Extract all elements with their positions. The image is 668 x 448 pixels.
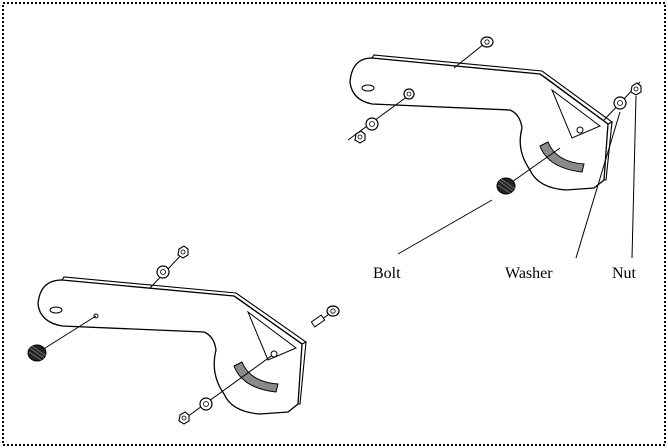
lower-bottom-hardware bbox=[178, 350, 278, 425]
washer-leader-line bbox=[575, 111, 621, 259]
lower-knob-bolt-icon bbox=[27, 315, 97, 362]
upper-bracket-plate bbox=[349, 57, 609, 191]
lower-right-bolt-icon bbox=[310, 305, 340, 328]
lower-top-hardware bbox=[149, 245, 189, 289]
washer-label: Washer bbox=[505, 265, 553, 282]
upper-knob-bolt-icon bbox=[496, 147, 561, 195]
lower-arc-slot bbox=[233, 361, 279, 393]
lower-bracket-edge bbox=[61, 276, 308, 405]
upper-top-bolt-icon bbox=[453, 36, 494, 69]
bolt-label: Bolt bbox=[373, 265, 401, 282]
lower-left-slot bbox=[49, 306, 63, 314]
upper-arc-slot bbox=[539, 141, 585, 173]
upper-right-hardware bbox=[603, 81, 642, 121]
lower-bracket-assembly bbox=[27, 245, 340, 425]
nut-label: Nut bbox=[612, 265, 636, 282]
upper-left-slot bbox=[361, 84, 375, 92]
lower-bracket-plate bbox=[37, 279, 303, 415]
bolt-leader-line bbox=[397, 199, 493, 255]
upper-bracket-flange bbox=[550, 88, 601, 139]
upper-left-hardware bbox=[347, 88, 415, 144]
upper-bracket-edge bbox=[371, 54, 614, 181]
upper-bracket-assembly bbox=[347, 36, 642, 259]
lower-bracket-flange bbox=[246, 310, 297, 361]
upper-hole-right bbox=[576, 126, 584, 134]
nut-leader-line bbox=[631, 95, 637, 259]
